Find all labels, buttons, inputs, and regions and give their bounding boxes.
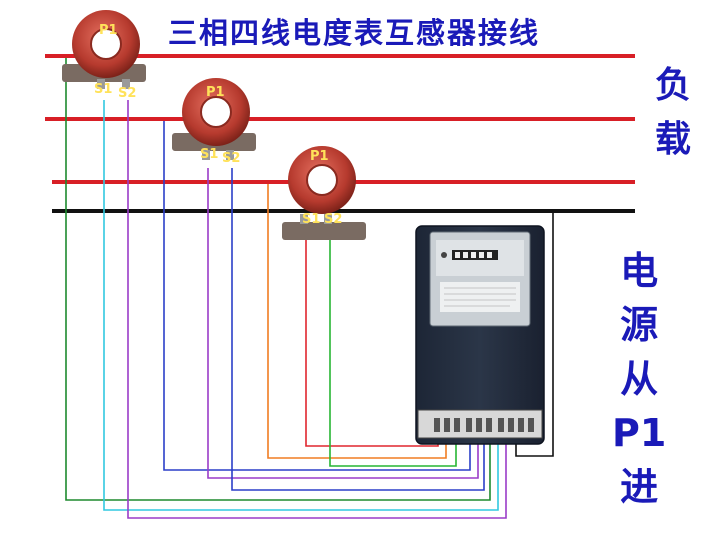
supply-label-char-4: P1	[612, 411, 667, 455]
ct1-s1-label: S1	[94, 82, 112, 97]
wire-ct1-s2	[127, 100, 507, 519]
diagram-title: 三相四线电度表互感器接线	[168, 16, 541, 50]
ct2-s2-label: S2	[222, 151, 240, 166]
ct3-p1-label: P1	[310, 149, 329, 164]
supply-label: 电 源 从 P1 进	[612, 252, 666, 506]
ct2-p1-label: P1	[206, 85, 225, 100]
supply-label-char-3: 从	[620, 357, 659, 401]
load-label-char-1: 负	[655, 65, 692, 106]
wire-phase-b-voltage	[163, 121, 471, 471]
current-transformer-2: P1 S1 S2	[172, 78, 256, 166]
ct3-s1-label: S1	[302, 212, 320, 227]
wire-phase-c-voltage	[267, 184, 447, 459]
wire-ct2-s2	[231, 168, 485, 491]
supply-label-char-1: 电	[620, 249, 659, 293]
ct3-s2-label: S2	[324, 212, 342, 227]
current-transformer-1: P1 S1 S2	[62, 10, 146, 101]
supply-label-char-2: 源	[620, 303, 659, 347]
energy-meter	[415, 225, 545, 445]
ct2-s1-label: S1	[200, 147, 218, 162]
load-label-char-2: 载	[655, 119, 692, 160]
wire-ct3-s2	[329, 230, 457, 467]
load-label: 负 载	[655, 68, 691, 158]
ct1-p1-label: P1	[99, 23, 118, 38]
current-transformer-3: P1 S1 S2	[282, 146, 366, 240]
wire-ct2-s1	[207, 168, 479, 479]
ct1-s2-label: S2	[118, 86, 136, 101]
wire-ct1-s1	[103, 100, 499, 511]
supply-label-char-5: 进	[620, 465, 659, 509]
wire-phase-a-voltage	[65, 58, 491, 501]
